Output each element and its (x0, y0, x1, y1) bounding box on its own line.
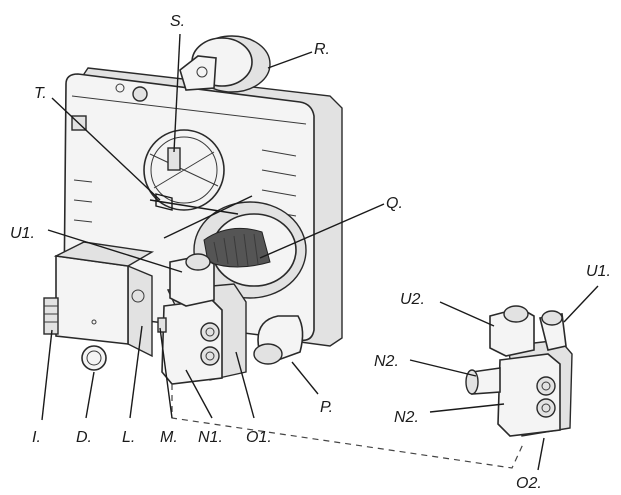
label-R: R. (314, 41, 330, 58)
leader-O2 (537, 437, 545, 471)
leader-N2-lower (429, 403, 505, 413)
leader-U1-side (563, 285, 599, 323)
label-O1: O1. (246, 429, 272, 446)
label-O2: O2. (516, 475, 542, 492)
leader-M (159, 327, 173, 419)
leader-P (291, 361, 319, 395)
label-T: T. (34, 85, 47, 102)
fan-impeller (193, 201, 307, 299)
leader-N1 (185, 369, 213, 419)
label-U1-side: U1. (586, 263, 611, 280)
label-Q: Q. (386, 195, 403, 212)
label-M: M. (160, 429, 178, 446)
label-N2-lower: N2. (394, 409, 419, 426)
leader-Q (259, 203, 385, 259)
label-U2: U2. (400, 291, 425, 308)
label-D: D. (76, 429, 92, 446)
leader-lines (41, 33, 599, 471)
label-S: S. (170, 13, 185, 30)
leader-R (267, 51, 313, 69)
part-labels: S. R. T. Q. U1. U1. U2. N2. N2. P. I. D.… (10, 13, 611, 492)
label-P: P. (320, 399, 333, 416)
fan-motor (179, 35, 271, 93)
leader-D (85, 371, 95, 419)
label-N1: N1. (198, 429, 223, 446)
label-I: I. (32, 429, 41, 446)
leader-S (173, 33, 181, 153)
leader-L (129, 325, 143, 419)
connection-dashed-line (171, 384, 525, 469)
leader-O1 (235, 351, 255, 419)
leader-I (41, 329, 53, 421)
control-box (43, 241, 155, 371)
ignition-tube (149, 193, 253, 239)
leader-U1-main (47, 229, 183, 273)
label-U1-main: U1. (10, 225, 35, 242)
oil-pump-detail (465, 305, 573, 437)
leader-T (51, 97, 161, 201)
label-L: L. (122, 429, 135, 446)
oil-pump-main (157, 253, 304, 385)
leader-U2 (439, 301, 495, 327)
air-damper-disc (143, 129, 225, 211)
label-N2-upper: N2. (374, 353, 399, 370)
leader-N2-upper (409, 359, 477, 377)
